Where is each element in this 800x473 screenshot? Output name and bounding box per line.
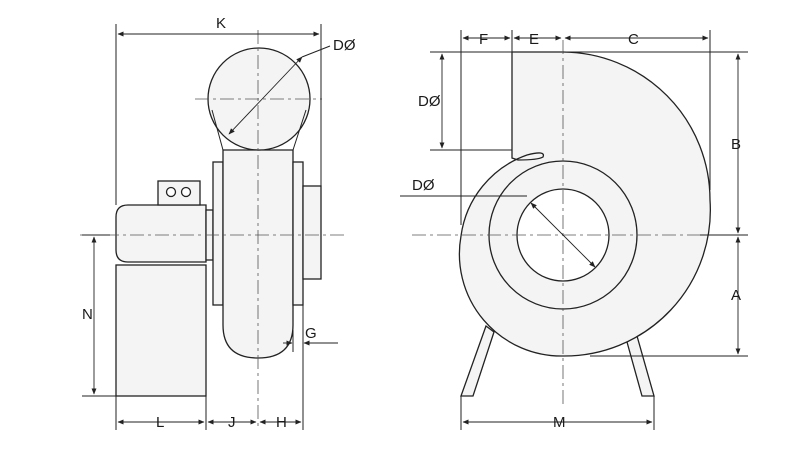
dim-label-C: C bbox=[628, 31, 639, 48]
motor-base bbox=[115, 264, 207, 397]
dim-label-J: J bbox=[228, 414, 236, 431]
dim-label-D-inlet: DØ bbox=[412, 177, 435, 194]
terminal-screw-icon bbox=[165, 186, 177, 198]
terminal-box bbox=[157, 180, 201, 206]
left-flange bbox=[212, 161, 224, 306]
dim-label-B: B bbox=[731, 136, 741, 153]
dim-label-M: M bbox=[553, 414, 566, 431]
dim-label-D-side: DØ bbox=[333, 37, 356, 54]
dim-label-A: A bbox=[731, 287, 741, 304]
dim-label-D-outlet: DØ bbox=[418, 93, 441, 110]
dim-label-N: N bbox=[82, 306, 93, 323]
inlet-collar bbox=[302, 185, 322, 280]
dim-label-H: H bbox=[276, 414, 287, 431]
dim-label-G: G bbox=[305, 325, 317, 342]
side-view: K DØ N G L J H bbox=[80, 15, 356, 431]
terminal-screw-icon bbox=[180, 186, 192, 198]
dim-label-E: E bbox=[529, 31, 539, 48]
motor-body bbox=[115, 204, 207, 263]
dim-label-F: F bbox=[479, 31, 488, 48]
front-view: F E C DØ DØ B A M bbox=[400, 30, 748, 431]
left-leg bbox=[460, 324, 495, 397]
right-flange bbox=[292, 161, 304, 306]
dim-label-K: K bbox=[216, 15, 226, 32]
dim-label-L: L bbox=[156, 414, 164, 431]
right-leg bbox=[626, 335, 655, 397]
